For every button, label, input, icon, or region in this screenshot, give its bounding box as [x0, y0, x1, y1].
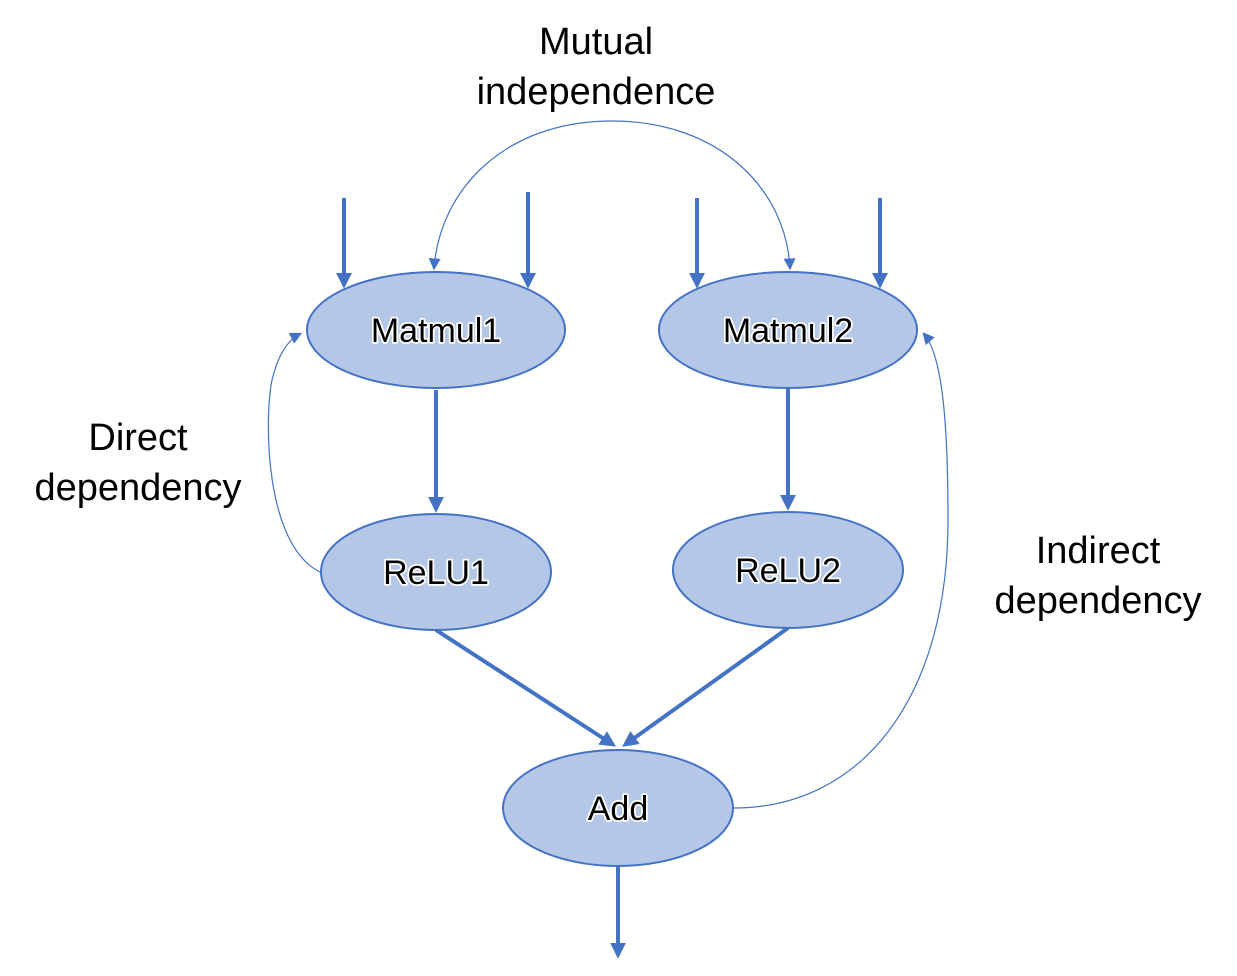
annotation-indirect-line2: dependency [994, 580, 1201, 622]
node-add-label: Add [588, 790, 649, 828]
indirect-dependency-curve [733, 332, 949, 809]
node-matmul2: Matmul2 [658, 271, 918, 389]
annotation-indirect-dependency: Indirect dependency [994, 530, 1201, 622]
annotation-mutual-line1: Mutual [539, 21, 653, 63]
node-relu1-label: ReLU1 [383, 554, 489, 592]
node-matmul2-shape [658, 271, 918, 389]
direct-dependency-curve [267, 332, 321, 573]
dependency-curves [267, 120, 949, 809]
node-matmul2-label: Matmul2 [723, 312, 853, 350]
node-relu2: ReLU2 [672, 511, 904, 629]
annotation-mutual-independence: Mutual independence [477, 21, 716, 113]
node-matmul1-shape [306, 271, 566, 389]
node-relu2-shape [672, 511, 904, 629]
mutual-independence-curve-right [611, 120, 796, 271]
node-add: Add [502, 749, 734, 867]
node-relu1-shape [320, 513, 552, 631]
input-edges [336, 192, 888, 289]
node-matmul1: Matmul1 [306, 271, 566, 389]
annotation-direct-dependency: Direct dependency [34, 417, 241, 509]
node-matmul1-label: Matmul1 [371, 312, 501, 350]
annotation-mutual-line2: independence [477, 71, 716, 113]
edge-relu1-add [434, 628, 617, 747]
edge-relu2-add [622, 626, 790, 747]
annotation-direct-line1: Direct [88, 417, 188, 459]
annotation-direct-line2: dependency [34, 467, 241, 509]
node-relu2-label: ReLU2 [735, 552, 841, 590]
node-add-shape [502, 749, 734, 867]
flow-edges [428, 388, 796, 959]
mutual-independence-curve [428, 120, 613, 271]
annotation-indirect-line1: Indirect [1036, 530, 1161, 572]
node-relu1: ReLU1 [320, 513, 552, 631]
